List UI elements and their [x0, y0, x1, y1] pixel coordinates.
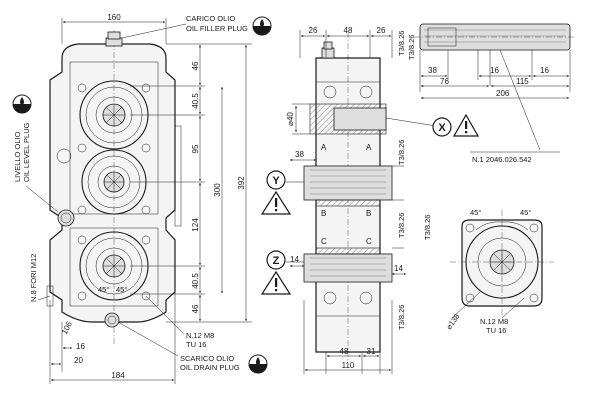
label-level-en: OIL LEVEL PLUG	[22, 122, 31, 182]
dim-shaft-16-a: 16	[490, 66, 499, 75]
warning-triangle-icon	[260, 270, 292, 295]
dim-31: 31	[367, 347, 376, 356]
letter-a-left: A	[321, 143, 327, 152]
gear-bottom	[79, 231, 149, 301]
angle-45-left: 45°	[98, 285, 109, 294]
dim-14-left: 14	[290, 255, 299, 264]
dim-16: 16	[76, 342, 85, 351]
dim-26-right: 26	[377, 26, 386, 35]
flange-angle-left: 45°	[470, 208, 481, 217]
callout-x: X	[432, 117, 452, 137]
flange-holes: N.12 M8	[480, 317, 508, 326]
callout-z: Z	[266, 250, 286, 270]
dim-shaft-16-b: 16	[540, 66, 549, 75]
dim-95: 95	[191, 144, 200, 153]
label-filler-en: OIL FILLER PLUG	[186, 24, 248, 33]
flange-view: 45° 45° ⌀138 N.12 M8 TU 16	[444, 208, 554, 335]
dim-diameter-40: ⌀40	[286, 112, 295, 126]
label-holes-m12: N.8 FORI M12	[29, 254, 38, 302]
front-view: 160 184 20 16 106	[12, 13, 272, 384]
oil-drop-icon	[252, 16, 272, 36]
dim-14-right: 14	[394, 264, 403, 273]
label-level-it: LIVELLO OLIO	[13, 131, 22, 182]
callout-x-letter: X	[438, 122, 446, 134]
shaft-part-number: N.1 2046.026.542	[472, 155, 532, 164]
label-drain-it: SCARICO OLIO	[180, 354, 234, 363]
shaft-section-top	[309, 103, 387, 135]
spline-callout-4: T3/8.26	[423, 215, 432, 240]
label-filler-it: CARICO OLIO	[186, 14, 235, 23]
label-drain-en: OIL DRAIN PLUG	[180, 363, 240, 372]
letter-b-left: B	[321, 209, 326, 218]
dim-20: 20	[74, 356, 83, 365]
dim-46-top: 46	[191, 61, 200, 70]
shaft-section-middle	[303, 165, 393, 207]
oil-drop-icon	[248, 354, 268, 374]
dim-width-bottom: 184	[111, 371, 125, 380]
dim-46-bottom: 46	[191, 304, 200, 313]
spline-callout-2: T3/8.26	[397, 213, 406, 238]
angle-45-right: 45°	[116, 285, 127, 294]
letter-b-right: B	[366, 209, 371, 218]
dim-shaft-115: 115	[516, 77, 529, 86]
label-holes-m8: N.12 M8	[186, 331, 214, 340]
spline-callout-3: T3/8.26	[397, 305, 406, 330]
dim-shaft-206: 206	[496, 89, 510, 98]
dim-106: 106	[60, 319, 74, 335]
side-view: A A B B C C 26 48 26 ⌀40 38 14 14	[260, 26, 480, 374]
dim-26-left: 26	[309, 26, 318, 35]
spline-callout-1: T3/8.26	[397, 140, 406, 165]
bolt-holes	[56, 83, 151, 301]
warning-triangle-icon	[260, 190, 292, 215]
dim-40-5-bottom: 40.5	[191, 273, 200, 289]
dim-shaft-76: 76	[440, 77, 449, 86]
letter-c-left: C	[321, 237, 327, 246]
shaft-section-bottom	[303, 247, 393, 283]
label-thread-tu16: TU 16	[186, 340, 206, 349]
flange-angle-right: 45°	[520, 208, 531, 217]
warning-triangle-icon	[452, 113, 480, 137]
flange-thread: TU 16	[486, 326, 506, 335]
letter-a-right: A	[366, 143, 372, 152]
oil-drop-icon	[12, 94, 32, 114]
oil-level-plug	[57, 209, 75, 227]
vertical-dimensions: 46 40.5 95 124 40.5 46 300 392	[130, 43, 252, 323]
letter-c-right: C	[366, 237, 372, 246]
dim-392: 392	[237, 176, 246, 190]
oil-filler-plug	[105, 31, 123, 47]
oil-drain-plug	[104, 312, 120, 328]
dim-48-top: 48	[344, 26, 353, 35]
callout-y: Y	[266, 170, 286, 190]
spline-callout-5: T3/8.26	[397, 31, 406, 56]
dim-38: 38	[295, 150, 304, 159]
callout-y-letter: Y	[272, 175, 280, 187]
dim-110: 110	[342, 361, 355, 370]
shaft-spline-callout: T3/8.26	[407, 35, 416, 60]
dim-300: 300	[213, 183, 222, 197]
callout-z-letter: Z	[273, 255, 280, 267]
shaft-view: 38 16 16 76 115 206 T3/8.26 N.1 2046.026…	[407, 23, 576, 164]
flange-diameter: ⌀138	[444, 312, 461, 331]
side-filler-plug	[321, 41, 335, 59]
dim-124: 124	[191, 218, 200, 232]
dim-shaft-38: 38	[428, 66, 437, 75]
dim-width-top: 160	[107, 13, 121, 22]
dim-40-5-top: 40.5	[191, 93, 200, 109]
dim-48-bottom: 48	[340, 347, 349, 356]
